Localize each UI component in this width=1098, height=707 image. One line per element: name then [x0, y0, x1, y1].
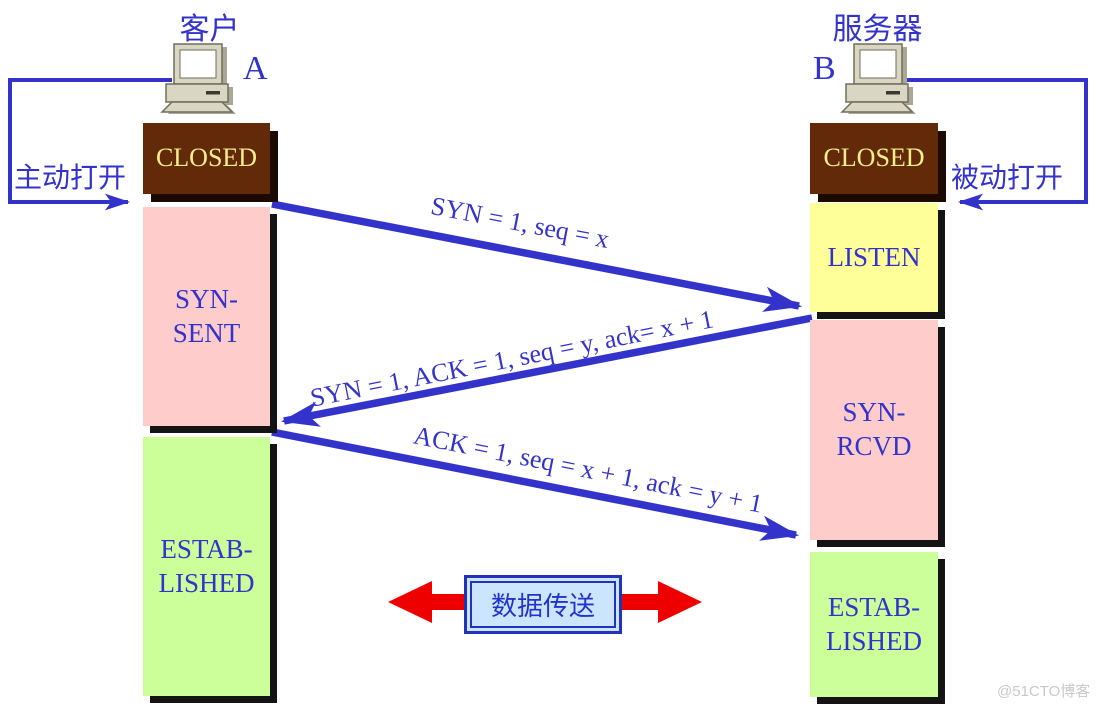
server-state-closed: CLOSED: [810, 123, 938, 194]
data-transfer-label: 数据传送: [470, 581, 616, 628]
state-label-line: SYN-: [842, 397, 906, 428]
state-label-line: ESTAB-: [160, 533, 253, 564]
client-state-closed: CLOSED: [143, 123, 270, 194]
synack-message-label: SYN = 1, ACK = 1, seq = y, ack= x + 1: [307, 304, 716, 413]
client-host-label: A: [243, 50, 268, 87]
client-state-established: ESTAB- LISHED: [143, 437, 270, 696]
state-label: LISTEN: [827, 241, 921, 272]
server-state-established: ESTAB- LISHED: [810, 552, 938, 697]
watermark: @51CTO博客: [997, 683, 1091, 700]
passive-open-label: 被动打开: [951, 162, 1064, 193]
server-host-label: B: [813, 50, 836, 87]
state-label: CLOSED: [155, 143, 258, 173]
server-state-listen: LISTEN: [810, 203, 938, 312]
state-label-line: SYN-: [174, 283, 238, 314]
state-label-line: LISHED: [826, 625, 922, 656]
state-label-line: RCVD: [836, 431, 912, 461]
data-transfer-box: 数据传送: [464, 575, 622, 634]
server-state-syn-rcvd: SYN- RCVD: [810, 320, 938, 540]
ack-message-label: ACK = 1, seq = x + 1, ack = y + 1: [411, 420, 765, 519]
state-label-line: LISHED: [158, 567, 255, 598]
state-label: CLOSED: [823, 143, 925, 173]
state-label-line: SENT: [172, 317, 241, 348]
client-title: 客户: [179, 13, 240, 46]
active-open-label: 主动打开: [14, 162, 127, 193]
synack-arrow: [280, 314, 813, 427]
server-title: 服务器: [832, 13, 923, 46]
state-label-line: ESTAB-: [827, 591, 921, 622]
server-computer-icon: [840, 43, 916, 114]
client-state-syn-sent: SYN- SENT: [143, 207, 270, 426]
syn-message-label: SYN = 1, seq = x: [428, 191, 612, 255]
client-computer-icon: [160, 43, 236, 114]
